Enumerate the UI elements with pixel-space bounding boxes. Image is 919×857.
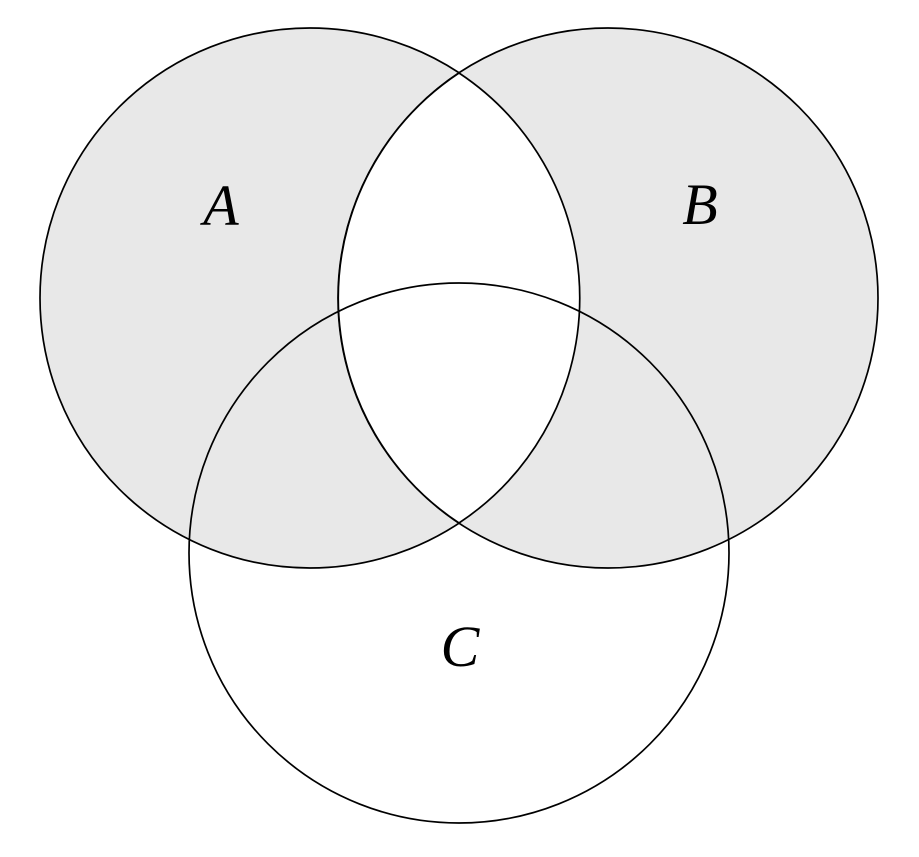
set-b-label: B xyxy=(682,172,717,237)
set-c-label: C xyxy=(441,614,481,679)
set-a-label: A xyxy=(199,173,239,238)
set-c-circle xyxy=(188,282,730,824)
a-intersect-b-region xyxy=(337,71,581,525)
